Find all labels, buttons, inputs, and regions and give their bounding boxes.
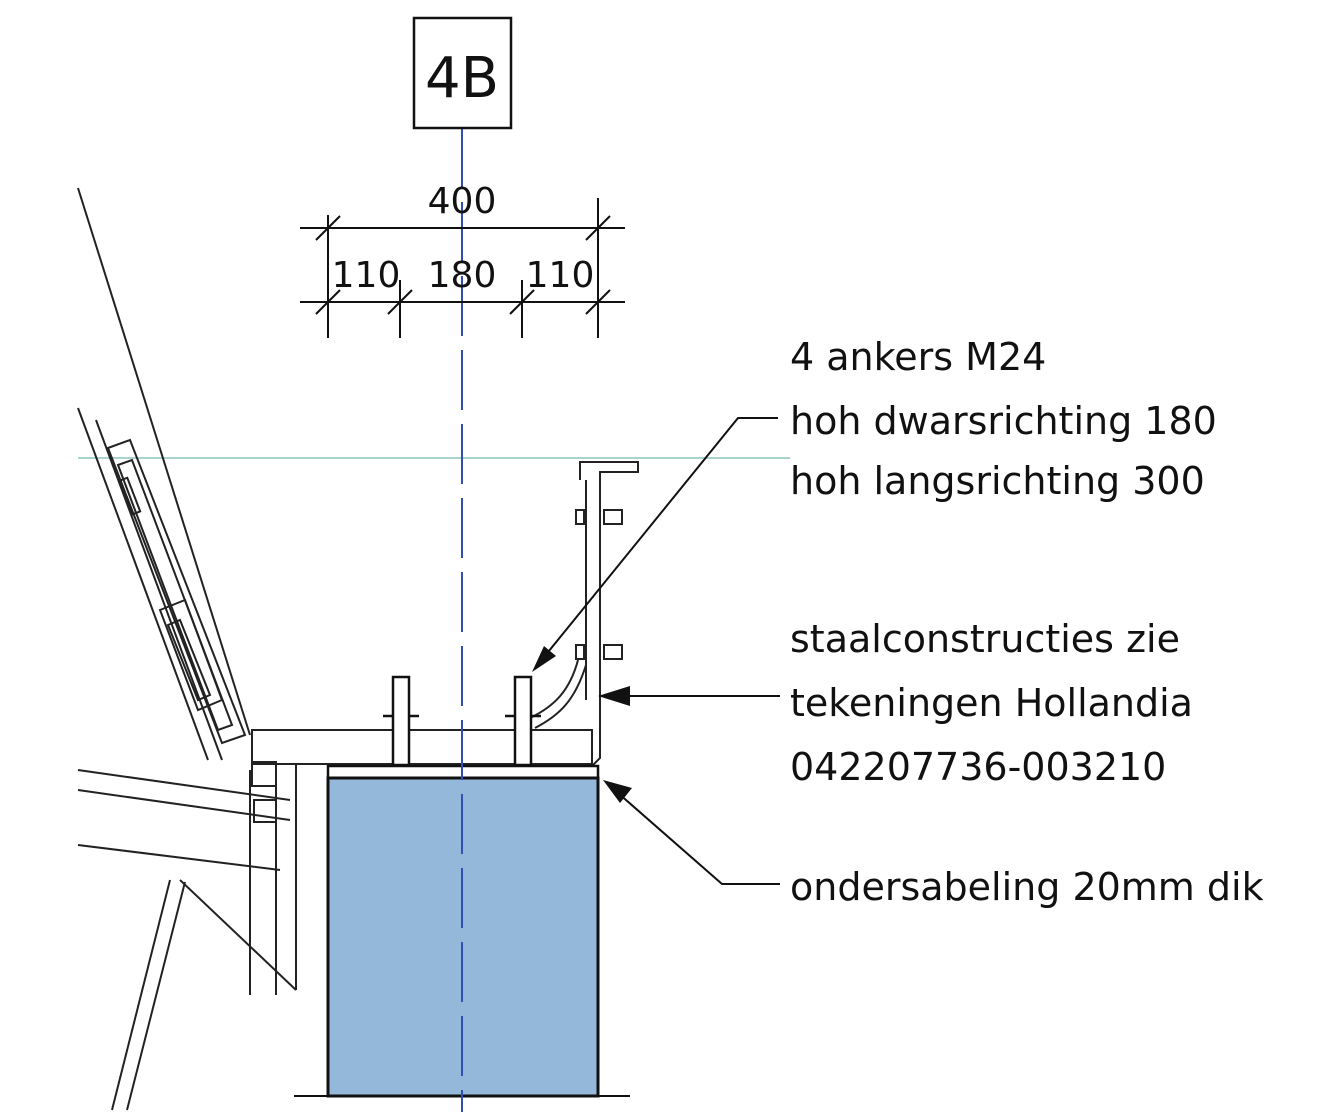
dimension-lines: [300, 198, 625, 338]
leader-lines: [539, 417, 780, 885]
grid-label-box: [412, 16, 513, 130]
steel-bracket: [330, 461, 639, 767]
steel-note: staalconstructies zie tekeningen Holland…: [790, 617, 1193, 789]
anchor-note-line-3: hoh langsrichting 300: [790, 459, 1205, 503]
anchor-note-line-1: 4 ankers M24: [790, 335, 1046, 379]
steel-note-line-1: staalconstructies zie: [790, 617, 1180, 661]
grout-note: ondersabeling 20mm dik: [790, 865, 1264, 909]
base-plate: [251, 729, 593, 770]
dimension-right: 110: [526, 255, 595, 296]
dimension-left: 110: [332, 255, 401, 296]
anchor-note: 4 ankers M24 hoh dwarsrichting 180 hoh l…: [790, 335, 1217, 503]
steel-note-line-2: tekeningen Hollandia: [790, 681, 1193, 725]
steel-note-line-3: 042207736-003210: [790, 745, 1166, 789]
anchor-note-line-2: hoh dwarsrichting 180: [790, 399, 1217, 443]
anchor-bolt-right: [513, 675, 533, 767]
sloped-steel-structure: [77, 187, 297, 1111]
anchor-bolts: [383, 675, 541, 767]
leader-arrowheads: [532, 646, 632, 803]
anchor-bolt-left: [391, 675, 411, 767]
grid-label: 4B: [425, 46, 499, 111]
dimension-middle: 180: [428, 255, 497, 296]
dimension-overall: 400: [428, 181, 497, 222]
